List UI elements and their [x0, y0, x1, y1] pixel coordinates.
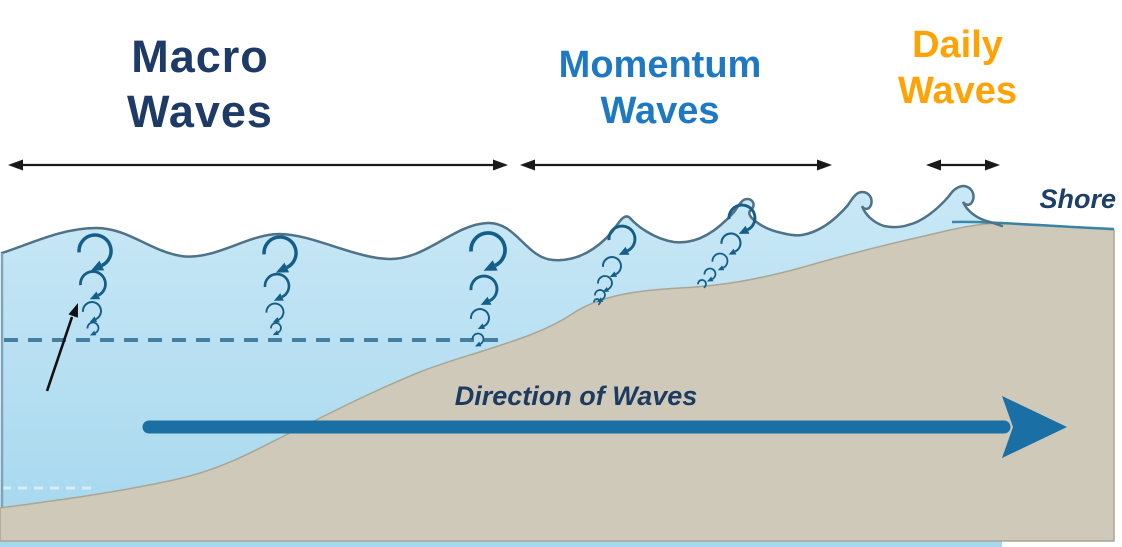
swash-line: [951, 220, 1115, 231]
orbital-circle-icon: [270, 322, 282, 334]
orbital-arrowhead-icon: [275, 262, 290, 273]
orbital-circle-icon: [711, 252, 729, 269]
wave-surface-outline: [0, 184, 1004, 262]
orbital-arrowhead-icon: [728, 248, 737, 255]
orbital-circle-icon: [81, 301, 102, 321]
orbital-circle-icon: [720, 232, 742, 253]
orbital-circle-icon: [86, 321, 100, 334]
macro-range-arrow: [8, 159, 508, 171]
orbital-arrowhead-icon: [602, 287, 610, 292]
orbital-circle-icon: [594, 289, 606, 301]
orbital-arrowhead-icon: [272, 317, 280, 323]
orbital-circle-icon: [727, 203, 757, 232]
orbital-pointer-arrow-icon: [45, 303, 78, 392]
orbital-arrowhead-icon: [618, 246, 630, 255]
orbital-arrowhead-icon: [474, 341, 482, 347]
macro-waves-line2: Waves: [127, 85, 273, 137]
daily-range-arrow: [926, 159, 1000, 171]
orbital-arrowhead-icon: [738, 225, 750, 234]
macro-waves-line1: Macro: [131, 31, 269, 82]
orbital-circle-icon: [262, 235, 298, 270]
orbital-motion-icons: [77, 203, 757, 347]
macro-waves-label: Macro Waves: [40, 30, 360, 140]
orbital-circle-icon: [469, 231, 507, 268]
orbital-arrowhead-icon: [273, 293, 284, 301]
direction-arrow-icon: [142, 396, 1067, 458]
orbital-circle-icon: [607, 224, 637, 253]
orbital-arrowhead-icon: [609, 271, 618, 277]
daily-waves-line1: Daily: [912, 24, 1003, 66]
daily-waves-line2: Waves: [898, 70, 1017, 113]
orbital-arrowhead-icon: [89, 291, 101, 300]
direction-of-waves-label: Direction of Waves: [454, 381, 698, 411]
orbital-arrowhead-icon: [480, 296, 492, 305]
momentum-range-arrow: [520, 159, 832, 171]
orbital-circle-icon: [263, 272, 291, 299]
orbital-circle-icon: [469, 308, 490, 328]
momentum-waves-line1: Momentum: [558, 44, 762, 86]
orbital-circle-icon: [469, 274, 499, 303]
sand-seabed: [0, 222, 1115, 542]
orbital-circle-icon: [703, 267, 717, 280]
orbital-circle-icon: [601, 256, 622, 276]
momentum-waves-line2: Waves: [600, 90, 720, 133]
orbital-arrowhead-icon: [90, 260, 105, 271]
orbital-arrowhead-icon: [717, 265, 725, 271]
orbital-arrowhead-icon: [272, 330, 280, 336]
daily-waves-label: Daily Waves: [855, 22, 1060, 115]
orbital-circle-icon: [79, 270, 107, 297]
shore-label: Shore: [1039, 184, 1116, 214]
orbital-circle-icon: [265, 302, 285, 321]
orbital-circle-icon: [697, 279, 707, 289]
momentum-waves-label: Momentum Waves: [510, 42, 810, 135]
orbital-arrowhead-icon: [477, 323, 486, 329]
orbital-circle-icon: [471, 332, 485, 345]
orbital-circle-icon: [593, 298, 601, 306]
orbital-arrowhead-icon: [483, 260, 498, 271]
orbital-circle-icon: [597, 275, 613, 291]
orbital-circle-icon: [77, 233, 113, 268]
orbital-arrowhead-icon: [89, 316, 98, 322]
orbital-arrowhead-icon: [706, 276, 714, 282]
orbital-arrowhead-icon: [89, 330, 97, 336]
